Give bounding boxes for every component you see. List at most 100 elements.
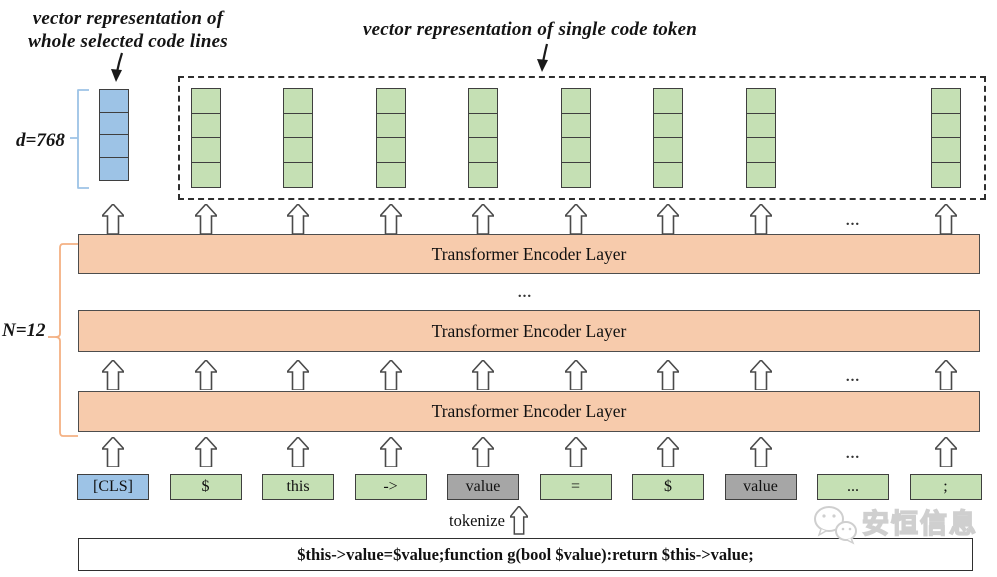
annotation-cls-line1: vector representation of [32,8,224,29]
cls-vector-cell [99,111,129,136]
down-arrow-icon [532,43,556,78]
token-vector-cell [190,112,221,139]
source-code-box: $this->value=$value;function g(bool $val… [78,538,973,571]
token-vector-column [930,88,961,188]
token-label: this [286,478,310,495]
token-label: ; [943,478,948,495]
token-vector-cell [653,137,683,163]
token-label: [CLS] [93,478,133,495]
token-box-code: this [262,474,334,500]
token-vector-cell [283,161,313,188]
token-vector-cell [560,137,591,163]
token-box-var: value [724,474,797,500]
up-arrow-icon [655,435,681,468]
token-vector-cell [930,88,961,114]
up-arrow-icon [377,202,404,235]
token-vector-cell [560,112,591,139]
up-arrow-icon [377,435,404,468]
token-box-code: = [539,474,612,500]
token-vector-cell [190,137,221,163]
token-vector-column [560,88,591,188]
transformer-encoder-layer-3: Transformer Encoder Layer [78,391,980,432]
token-vector-cell [653,161,683,188]
token-box-code: ... [817,474,889,500]
token-vector-cell [560,161,591,188]
token-vector-cell [468,161,498,188]
token-box-code: ; [909,474,982,500]
token-vector-column [745,88,776,188]
token-box-code: $ [169,474,242,500]
token-label: $ [201,478,210,495]
up-arrow-icon [562,435,589,468]
up-arrow-icon [100,202,126,235]
up-arrow-icon [747,202,774,235]
chat-logo-icon [810,504,860,553]
up-arrow-icon [655,202,681,235]
token-label: value [743,478,778,495]
token-label: -> [383,478,398,495]
token-vector-column [653,88,683,188]
up-arrow-icon [192,435,219,468]
token-vector-cell [653,112,683,139]
up-arrow-icon [470,435,496,468]
token-vector-cell [375,161,406,188]
watermark: 安恒信息 [810,504,978,553]
up-arrow-icon [747,435,774,468]
ellipsis-between-layers: ... [517,285,533,301]
token-vector-cell [468,88,498,114]
token-label: = [570,478,581,495]
ellipsis: ... [845,213,861,229]
up-arrow-icon [562,202,589,235]
source-code-text: $this->value=$value;function g(bool $val… [297,544,754,564]
up-arrow-icon [377,358,404,391]
up-arrow-icon [285,202,311,235]
token-vector-cell [283,112,313,139]
watermark-text: 安恒信息 [861,508,978,539]
token-box-cls: [CLS] [77,474,149,500]
layer-count-label: N=12 [2,320,46,341]
up-arrow-icon [100,358,126,391]
token-vectors-region [178,76,986,200]
token-vector-cell [190,161,221,188]
up-arrow-icon [100,435,126,468]
token-vector-cell [745,137,776,163]
token-vector-cell [930,161,961,188]
token-label: ... [847,478,859,495]
encoder-layer-label: Transformer Encoder Layer [431,320,627,341]
cls-vector-column [99,89,129,181]
up-arrow-icon [655,358,681,391]
transformer-encoder-layer-2: Transformer Encoder Layer [78,310,980,352]
token-vector-cell [745,161,776,188]
ellipsis: ... [845,369,861,385]
cls-vector-cell [99,134,129,158]
transformer-encoder-layer-1: Transformer Encoder Layer [78,234,980,274]
up-arrow-icon [508,504,530,535]
token-vector-column [283,88,313,188]
encoder-layer-label: Transformer Encoder Layer [431,401,627,421]
token-label: $ [664,478,672,495]
tokenize-step: tokenize [449,504,530,535]
encoder-layer-label: Transformer Encoder Layer [431,243,627,264]
up-arrow-icon [285,435,311,468]
up-arrow-icon [285,358,311,391]
dimension-label: d=768 [16,130,65,151]
token-vector-cell [375,88,406,114]
token-vector-cell [745,112,776,139]
up-arrow-icon [747,358,774,391]
layer-count-bracket [46,242,80,443]
token-label: value [465,478,501,495]
token-vector-cell [930,137,961,163]
token-vector-cell [468,137,498,163]
tokenize-label: tokenize [449,510,505,530]
up-arrow-icon [562,358,589,391]
token-box-code: -> [354,474,427,500]
cls-vector-cell [99,156,129,181]
down-arrow-icon [106,52,130,88]
token-vector-column [375,88,406,188]
token-box-code: $ [632,474,704,500]
token-vector-cell [468,112,498,139]
token-vector-cell [375,137,406,163]
up-arrow-icon [932,358,959,391]
token-vector-column [468,88,498,188]
